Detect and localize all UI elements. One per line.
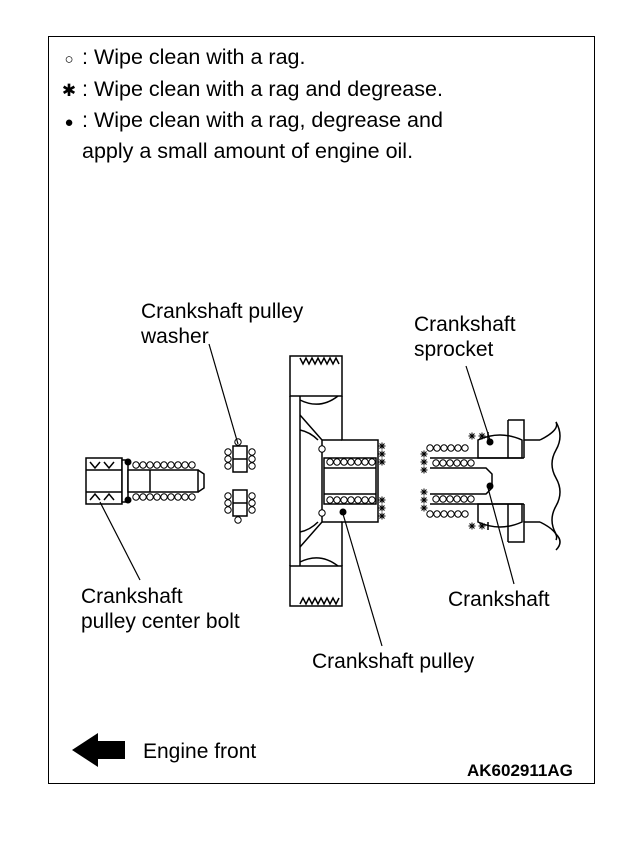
crankshaft-pulley	[289, 355, 379, 607]
leader-pulley	[342, 513, 383, 647]
leader-bolt	[99, 501, 141, 581]
bolt-oil-marks	[124, 458, 196, 504]
legend-row-wipe: ○ : Wipe clean with a rag.	[56, 44, 305, 73]
leader-sprocket	[465, 365, 491, 441]
legend-text: apply a small amount of engine oil.	[82, 139, 414, 163]
legend-text: : Wipe clean with a rag and degrease.	[82, 77, 443, 101]
diagram-frame	[48, 36, 595, 784]
asterisk-icon: ✱	[61, 81, 77, 100]
label-engine-front: Engine front	[143, 740, 257, 763]
label-bolt-line1: Crankshaft	[81, 585, 183, 608]
label-crankshaft: Crankshaft	[448, 588, 550, 611]
legend-text: : Wipe clean with a rag.	[82, 45, 306, 69]
engine-front-arrow-icon	[72, 733, 125, 767]
label-sprocket-line2: sprocket	[414, 338, 494, 361]
leader-crankshaft	[487, 487, 515, 585]
label-washer-line1: Crankshaft pulley	[141, 300, 304, 323]
legend-row-oil-continued: apply a small amount of engine oil.	[82, 138, 413, 164]
crankshaft-marks	[420, 432, 494, 530]
center-bolt	[85, 457, 205, 505]
label-washer-line2: washer	[141, 325, 209, 348]
figure-code: AK602911AG	[467, 761, 573, 780]
pulley-washer	[232, 445, 248, 517]
filled-circle-icon: ●	[64, 114, 74, 131]
open-circle-icon: ○	[64, 51, 74, 68]
label-sprocket-line1: Crankshaft	[414, 313, 516, 336]
leader-washer	[208, 343, 239, 445]
legend-row-oil: ● : Wipe clean with a rag, degrease and	[56, 107, 443, 136]
crankshaft	[430, 419, 561, 551]
legend-text: : Wipe clean with a rag, degrease and	[82, 108, 443, 132]
label-pulley: Crankshaft pulley	[312, 650, 475, 673]
pulley-marks	[318, 442, 386, 520]
legend-row-degrease: ✱ : Wipe clean with a rag and degrease.	[56, 76, 443, 104]
label-bolt-line2: pulley center bolt	[81, 610, 240, 633]
